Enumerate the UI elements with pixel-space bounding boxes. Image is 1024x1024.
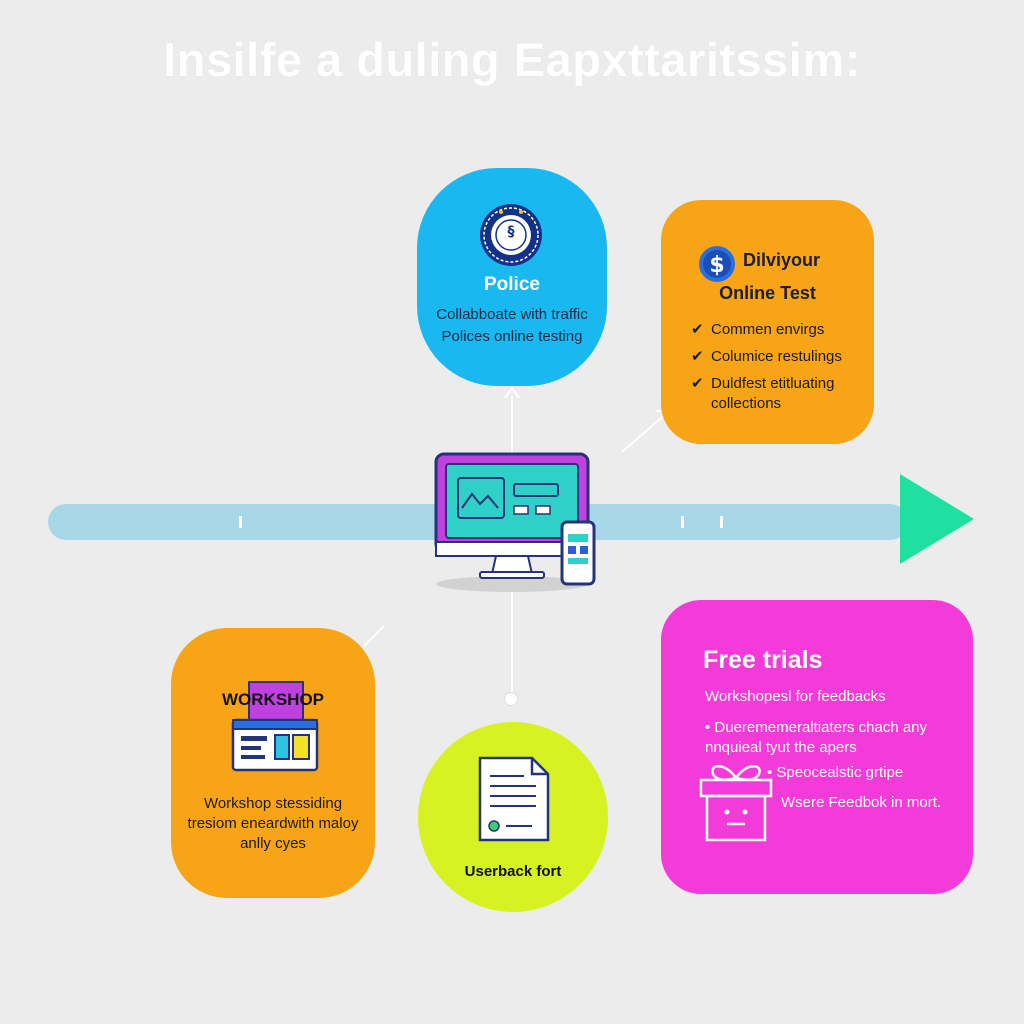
free-trials-note: Wsere Feedbok in mort. (781, 794, 942, 811)
police-card: § Police Collabboate with traffic Police… (417, 168, 607, 386)
online-test-subtitle: Online Test (719, 283, 816, 303)
dollar-icon: $ (699, 246, 735, 282)
timeline-tick (681, 516, 684, 528)
checklist-item-label: Commen envirgs (711, 321, 825, 338)
workshop-screen-icon (231, 681, 319, 772)
computer-and-phone-icon (434, 452, 596, 592)
feedback-label: Userback fort (464, 863, 562, 880)
checklist-item-label: Duldfest etitluating collections (711, 375, 835, 412)
free-trials-bullet: • Speocealstic grtipe (767, 764, 904, 781)
check-icon: ✔ (691, 348, 704, 365)
free-trials-subtitle: Workshopesl for feedbacks (705, 688, 886, 705)
connector-arrowhead-police (504, 386, 520, 399)
police-description: Collabboate with traffic Polices online … (436, 306, 588, 345)
workshop-description: Workshop stessiding tresiom eneardwith m… (187, 795, 359, 852)
timeline-tick (239, 516, 242, 528)
free-trials-card: Free trials Workshopesl for feedbacks • … (661, 600, 973, 894)
checklist-item: ✔ Commen envirgs (691, 320, 871, 340)
online-test-checklist: ✔ Commen envirgs ✔ Columice restulings ✔… (691, 320, 871, 421)
checklist-item: ✔ Columice restulings (691, 347, 871, 367)
page-title: Insilfe a duling Eapxttaritssim: (163, 33, 861, 86)
connector-line-feedback (511, 592, 513, 698)
checklist-item: ✔ Duldfest etitluating collections (691, 374, 871, 414)
workshop-label: WORKSHOP (222, 690, 324, 709)
connector-dot (504, 692, 518, 706)
online-test-title: Dilviyour (743, 250, 821, 270)
timeline-tick (720, 516, 723, 528)
check-icon: ✔ (691, 321, 704, 338)
connector-line-police (511, 395, 513, 455)
police-label: Police (484, 274, 540, 295)
timeline-arrowhead (900, 474, 974, 564)
workshop-card: WORKSHOP Workshop stessiding tresiom ene… (171, 628, 375, 898)
document-icon (478, 756, 550, 842)
gift-box-icon (699, 765, 773, 842)
check-icon: ✔ (691, 375, 704, 392)
checklist-item-label: Columice restulings (711, 348, 842, 365)
free-trials-bullet: • Duerememeraltiaters chach any nnquieal… (705, 719, 928, 756)
svg-text:$: $ (709, 253, 724, 278)
svg-text:§: § (508, 224, 515, 240)
online-test-card: $ Dilviyour Online Test ✔ Commen envirgs… (661, 200, 874, 444)
feedback-card: Userback fort (418, 722, 608, 912)
free-trials-title: Free trials (703, 646, 823, 674)
police-badge-icon: § (480, 204, 542, 266)
